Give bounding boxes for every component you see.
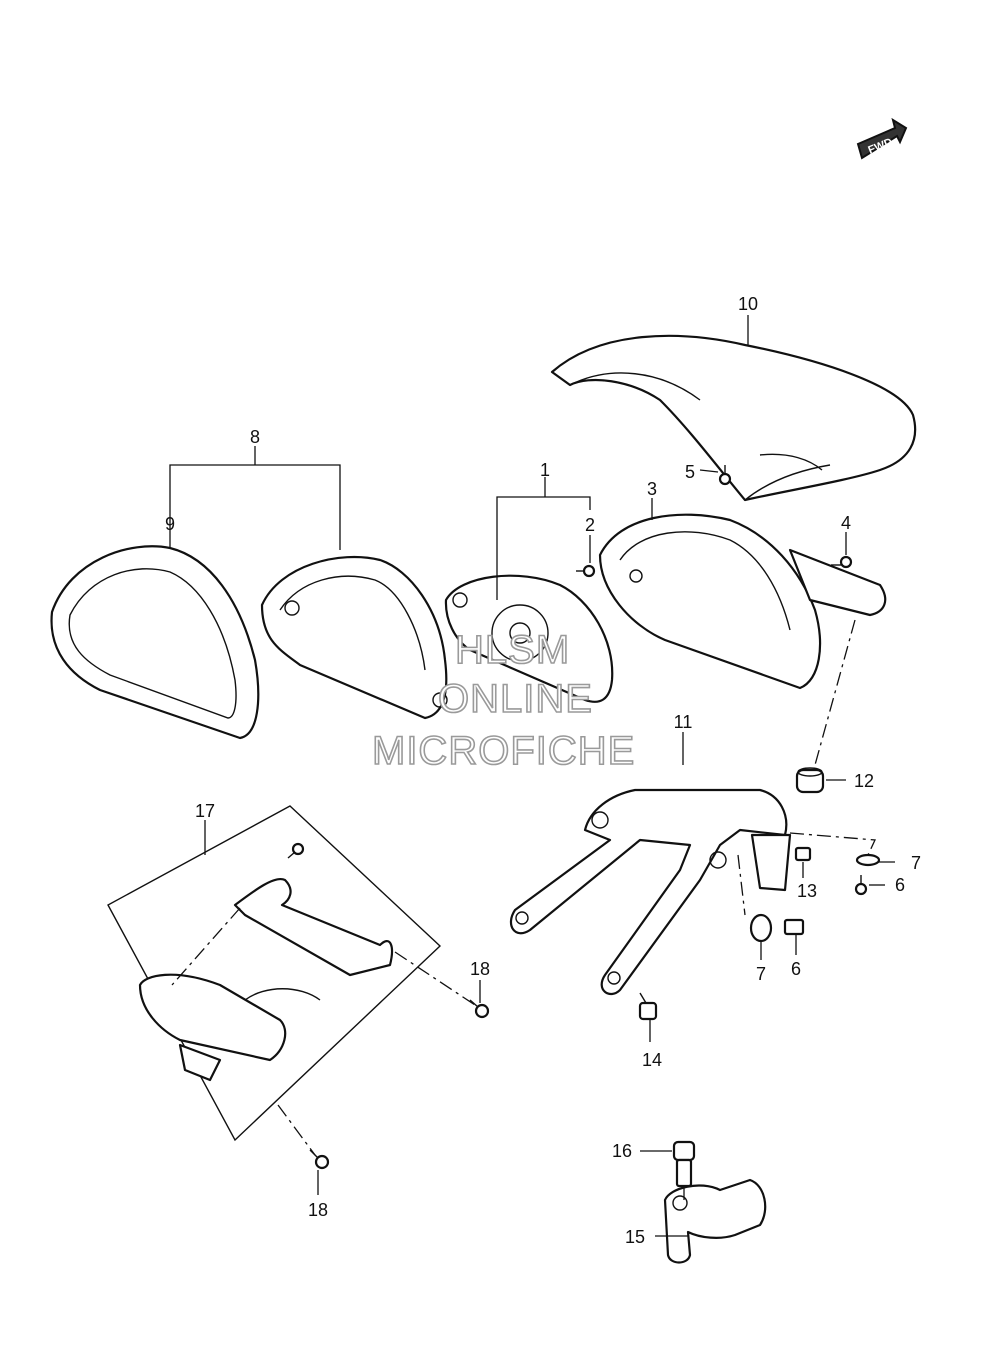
- fwd-arrow-icon: FWD: [856, 117, 908, 160]
- callout-6-lower: 6: [791, 959, 801, 979]
- screw-4-icon: [831, 555, 853, 569]
- callout-18-upper: 18: [470, 959, 490, 979]
- bolt-14-icon: [638, 992, 658, 1021]
- callout-6-upper: 6: [895, 875, 905, 895]
- callout-9: 9: [165, 514, 175, 534]
- callout-18-lower: 18: [308, 1200, 328, 1220]
- meter-cover: [550, 334, 917, 502]
- callouts: 1 2 3 4 5 6 6 7 7 8 9 10 11 12 13 14 15 …: [165, 294, 921, 1247]
- washer-7-icon: [855, 853, 881, 867]
- screw-5-icon: [718, 465, 732, 486]
- watermark-line-3: MICROFICHE: [372, 729, 635, 773]
- meter-lens: [50, 545, 260, 740]
- callout-15: 15: [625, 1227, 645, 1247]
- meter-lower-case: [598, 513, 887, 690]
- callout-1: 1: [540, 460, 550, 480]
- meter-front-case: [260, 555, 448, 720]
- bolt-6-lower-icon: [783, 918, 805, 936]
- grommet: [795, 767, 825, 794]
- callout-16: 16: [612, 1141, 632, 1161]
- leader-lines: [169, 315, 895, 1237]
- callout-14: 14: [642, 1050, 662, 1070]
- watermark-line-1: HLSM: [455, 628, 570, 672]
- washer-7-lower-icon: [749, 913, 773, 943]
- callout-8: 8: [250, 427, 260, 447]
- assembly-lines: [171, 619, 876, 1200]
- screw-6-icon: [854, 875, 868, 896]
- speed-sensor: [663, 1140, 767, 1264]
- callout-11: 11: [674, 712, 693, 732]
- callout-7-lower: 7: [756, 964, 766, 984]
- callout-10: 10: [738, 294, 758, 314]
- callout-2: 2: [585, 515, 595, 535]
- indicator-lamp-kit: [107, 805, 442, 1142]
- callout-3: 3: [647, 479, 657, 499]
- callout-5: 5: [685, 462, 695, 482]
- callout-12: 12: [854, 771, 874, 791]
- screw-18-icon: [469, 999, 490, 1019]
- watermark-line-2: ONLINE: [438, 677, 593, 721]
- callout-7-upper: 7: [911, 853, 921, 873]
- watermark: HLSM ONLINE MICROFICHE: [371, 627, 635, 774]
- callout-4: 4: [841, 513, 851, 533]
- meter-assembly: [444, 574, 614, 703]
- screw-17-top-icon: [287, 842, 305, 859]
- callout-17: 17: [195, 801, 215, 821]
- meter-bracket: [509, 788, 792, 996]
- callout-13: 13: [797, 881, 817, 901]
- screw-2-icon: [576, 564, 596, 578]
- bolt-13-icon: [794, 846, 812, 862]
